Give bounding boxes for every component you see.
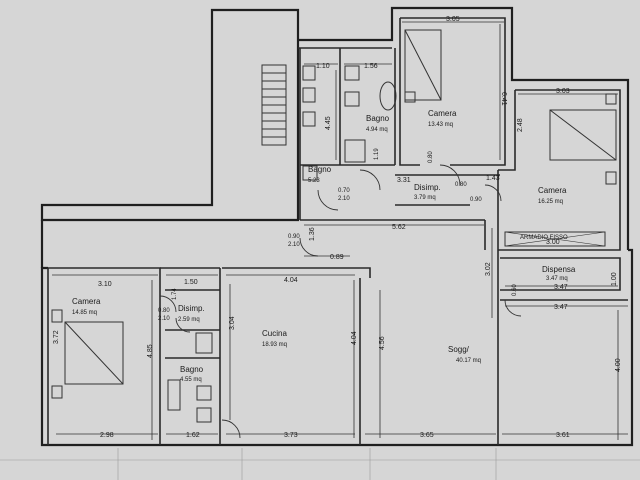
camera-top-area: 13.43 mq <box>428 122 453 128</box>
dim-4-04b: 4.04 <box>351 331 358 345</box>
dim-3-47b: 3.47 <box>554 304 568 311</box>
door-0-70: 0.70 <box>338 188 350 194</box>
disimp-top-area: 3.79 mq <box>414 195 436 201</box>
dim-1-00: 1.00 <box>611 272 618 286</box>
dispensa-area: 3.47 mq <box>546 276 568 282</box>
dim-4-04a: 4.04 <box>284 277 298 284</box>
dim-4-85: 4.85 <box>147 344 154 358</box>
bathroom-fixtures <box>167 65 397 423</box>
dim-5-62: 5.62 <box>392 224 406 231</box>
room-labels: Camera 13.43 mq Camera 16.25 mq Camera 1… <box>72 109 576 383</box>
door-0-80-c: 0.80 <box>428 151 434 163</box>
dim-4-45: 4.45 <box>325 116 332 130</box>
bagno-top-area: 4.94 mq <box>366 127 388 133</box>
cucina-area: 18.93 mq <box>262 342 287 348</box>
dim-3-47a: 3.47 <box>554 284 568 291</box>
dispensa-name: Dispensa <box>542 265 576 274</box>
bagno-small-area: 5.23 <box>308 178 320 184</box>
staircase <box>261 64 287 146</box>
door-0-60: 0.60 <box>512 284 518 296</box>
sheet-grid <box>0 448 640 480</box>
armadio-fisso: ARMADIO FISSO <box>504 231 606 247</box>
door-0-80-b: 0.80 <box>158 308 170 314</box>
dim-3-31: 3.31 <box>397 177 411 184</box>
dim-3-65: 3.65 <box>420 432 434 439</box>
disimp-left-area: 2.59 mq <box>178 317 200 323</box>
dim-4-00: 4.00 <box>615 358 622 372</box>
dim-1-10: 1.10 <box>316 63 330 70</box>
dim-1-43: 1.43 <box>486 175 500 182</box>
dim-6-41: 6.41 <box>500 92 507 106</box>
dim-2-48: 2.48 <box>517 118 524 132</box>
dim-1-56: 1.56 <box>364 63 378 70</box>
door-0-80-a: 0.80 <box>455 182 467 188</box>
door-2-10-a: 2.10 <box>338 196 350 202</box>
camera-right-area: 16.25 mq <box>538 199 563 205</box>
dim-3-05: 3.05 <box>446 16 460 23</box>
cucina-name: Cucina <box>262 329 287 338</box>
dim-3-61: 3.61 <box>556 432 570 439</box>
dim-2-98: 2.98 <box>100 432 114 439</box>
disimp-left-name: Disimp. <box>178 304 205 313</box>
dim-3-10: 3.10 <box>98 281 112 288</box>
camera-right-name: Camera <box>538 186 567 195</box>
bagno-top-name: Bagno <box>366 114 390 123</box>
dim-1-36: 1.36 <box>309 227 316 241</box>
dim-3-00: 3.00 <box>546 239 560 246</box>
dim-1-50: 1.50 <box>184 279 198 286</box>
soggiorno-area: 40.17 mq <box>456 358 481 364</box>
dim-1-74: 1.74 <box>172 288 178 300</box>
dim-3-04: 3.04 <box>229 316 236 330</box>
dimension-labels: 3.05 6.41 3.03 2.48 1.56 1.10 4.45 1.43 … <box>53 16 622 439</box>
bed-left <box>51 309 124 399</box>
dim-0-89: 0.89 <box>330 254 344 261</box>
camera-left-name: Camera <box>72 297 101 306</box>
inner-walls <box>47 17 628 445</box>
door-2-10-c: 2.10 <box>158 316 170 322</box>
disimp-top-name: Disimp. <box>414 183 441 192</box>
door-0-90-a: 0.90 <box>470 197 482 203</box>
door-swings <box>159 164 522 439</box>
dimension-lines <box>52 21 628 440</box>
bagno-small-name: Bagno <box>308 165 332 174</box>
dim-1-19: 1.19 <box>374 148 380 160</box>
door-2-10-b: 2.10 <box>288 242 300 248</box>
dim-3-02: 3.02 <box>485 262 492 276</box>
dim-4-56: 4.56 <box>379 336 386 350</box>
outer-walls <box>40 6 634 447</box>
armadio-label: ARMADIO FISSO <box>520 235 568 241</box>
dim-3-72: 3.72 <box>53 330 60 344</box>
bagno-bottom-area: 4.55 mq <box>180 377 202 383</box>
camera-left-area: 14.85 mq <box>72 310 97 316</box>
camera-top-name: Camera <box>428 109 457 118</box>
bed-top <box>404 29 442 103</box>
bed-right <box>549 93 617 185</box>
bagno-bottom-name: Bagno <box>180 365 204 374</box>
door-0-90-b: 0.90 <box>288 234 300 240</box>
soggiorno-name: Sogg/ <box>448 345 470 354</box>
dim-1-62: 1.62 <box>186 432 200 439</box>
door-labels: 0.70 2.10 0.80 0.90 0.90 2.10 0.80 2.10 … <box>158 151 518 322</box>
dim-3-73: 3.73 <box>284 432 298 439</box>
dim-3-03: 3.03 <box>556 88 570 95</box>
